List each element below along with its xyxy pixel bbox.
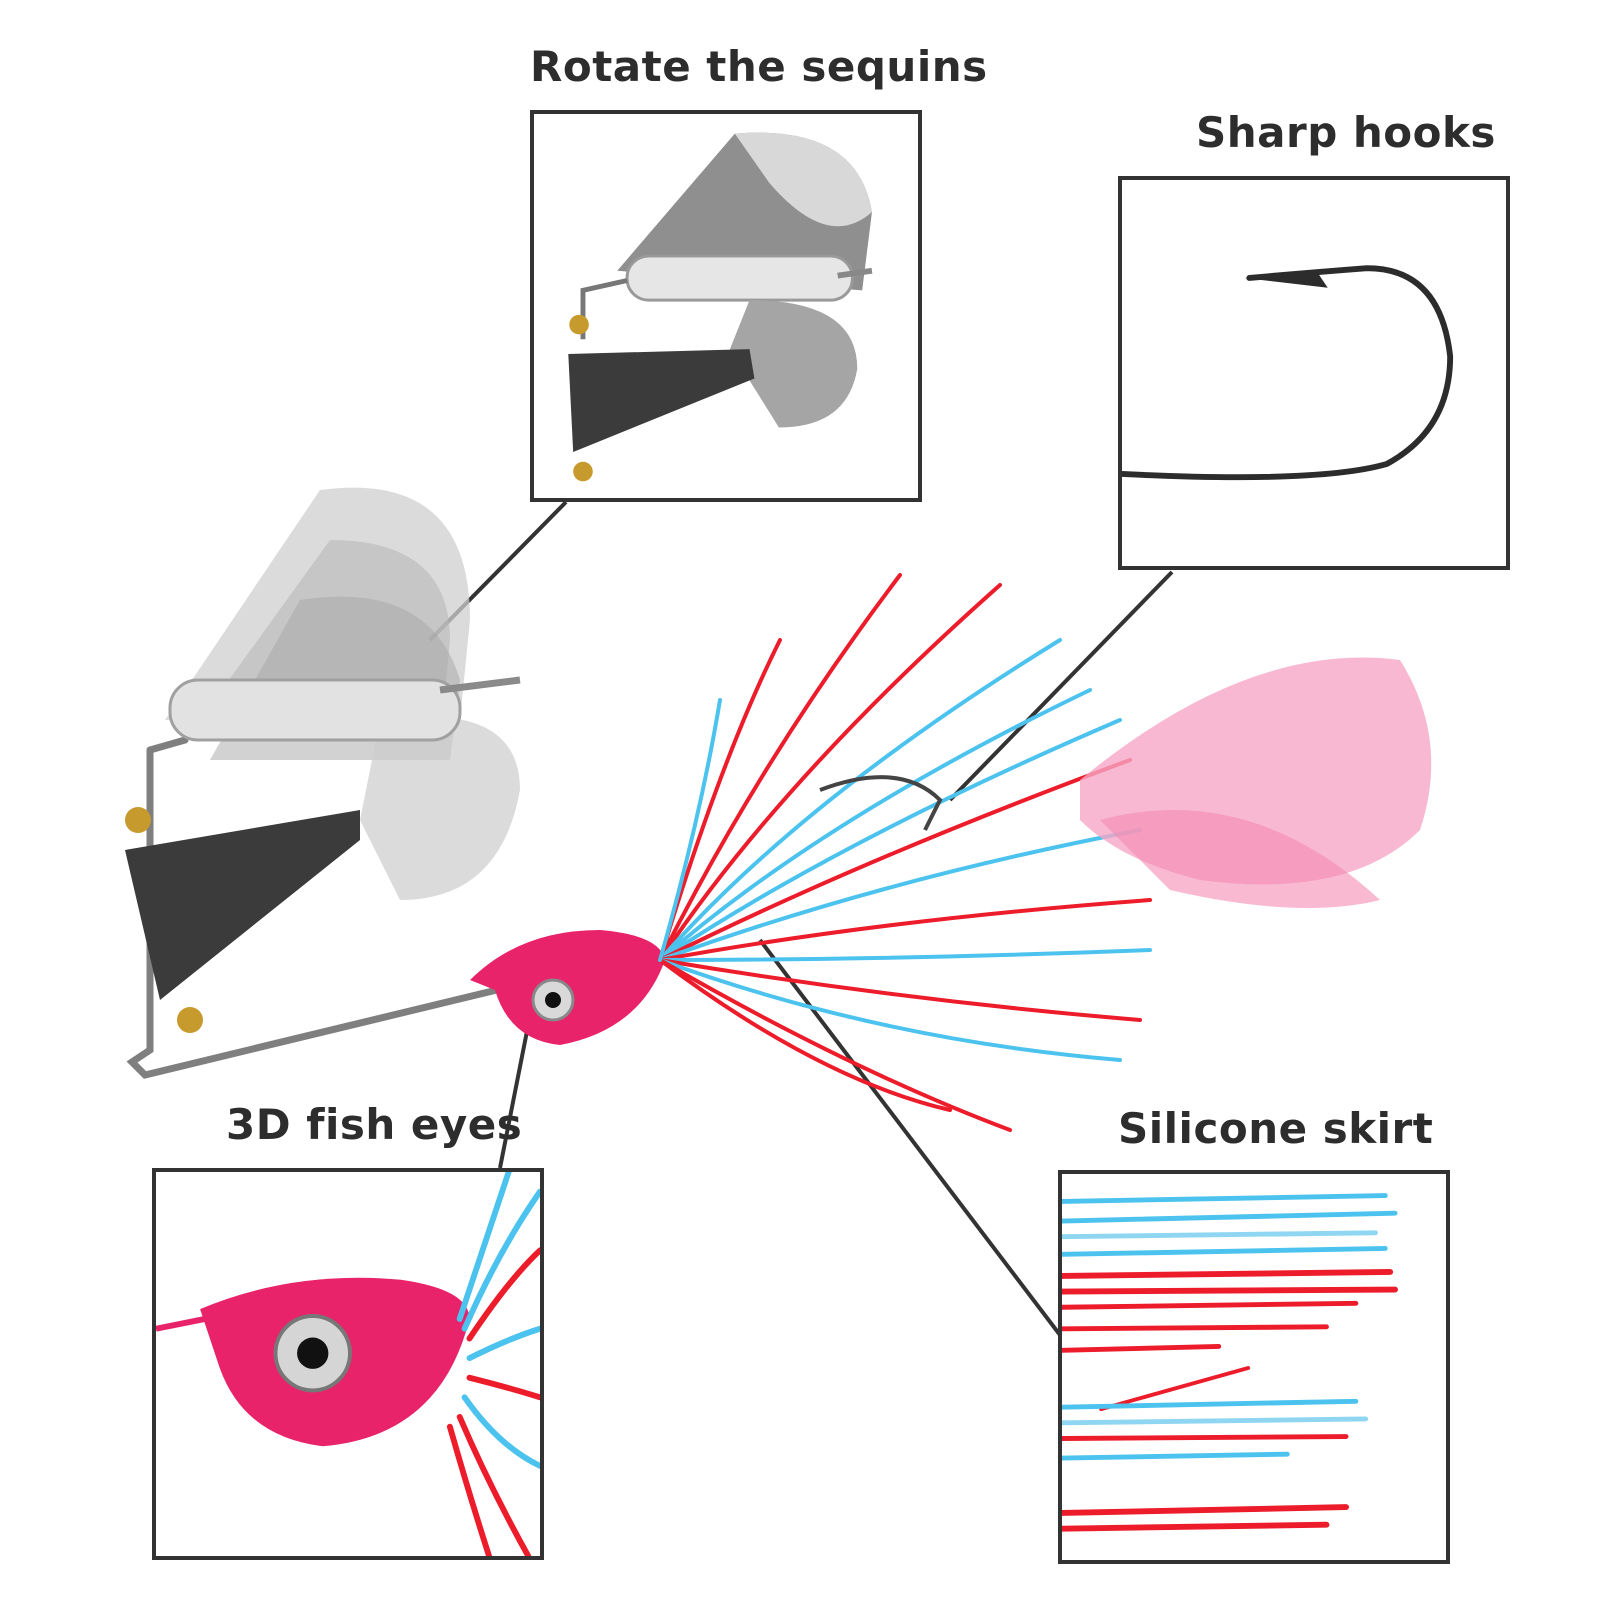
- hook-point: [819, 775, 943, 831]
- eyes-callout: [152, 1168, 544, 1560]
- skirt-callout: [1058, 1170, 1450, 1564]
- hooks-callout: [1118, 176, 1510, 570]
- hook-icon: [1122, 265, 1454, 481]
- skirt-label: Silicone skirt: [1118, 1104, 1434, 1153]
- leader-line-skirt: [758, 938, 1062, 1337]
- soft-tail: [1080, 657, 1432, 908]
- eyes-label: 3D fish eyes: [226, 1100, 523, 1149]
- silicone-skirt: [658, 573, 1152, 1132]
- leader-line-hooks: [948, 570, 1174, 802]
- sequins-label: Rotate the sequins: [530, 42, 988, 91]
- leader-line-eyes: [498, 1015, 532, 1169]
- hooks-label: Sharp hooks: [1196, 108, 1496, 157]
- spinner-blade-icon: [568, 132, 873, 482]
- lure-head: [470, 930, 665, 1045]
- silicone-skirt-icon: [1062, 1193, 1398, 1532]
- sequins-callout: [530, 110, 922, 502]
- fish-eye-icon: [156, 1172, 540, 1556]
- spinner-blades: [125, 487, 521, 1033]
